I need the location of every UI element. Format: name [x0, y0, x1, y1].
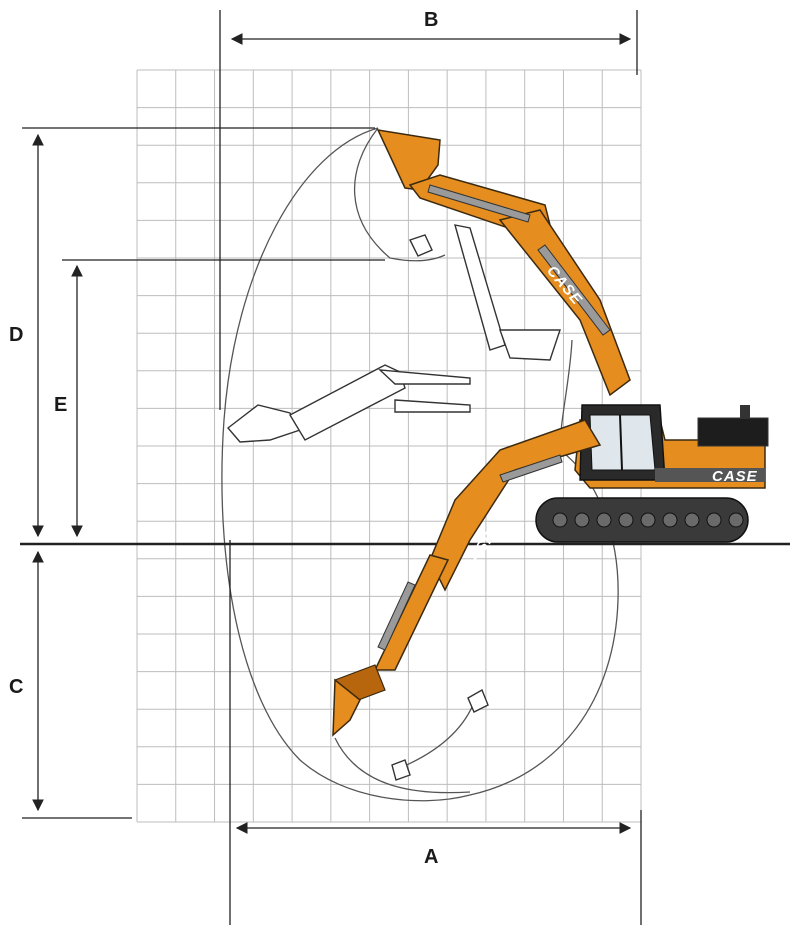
dimension-label-d: D	[9, 324, 23, 346]
dimension-label-b: B	[424, 9, 438, 31]
excavator-body: CASE	[535, 404, 769, 543]
track-roller	[574, 512, 590, 528]
digging-boom-assembly: CASE	[332, 419, 602, 737]
track-roller	[552, 512, 568, 528]
dimension-lines	[22, 10, 642, 925]
ghost-arm-positions	[226, 224, 561, 781]
working-envelope	[221, 127, 619, 802]
track-roller	[596, 512, 612, 528]
body-brand-text: CASE	[712, 468, 758, 485]
track-roller	[684, 512, 700, 528]
track-roller	[618, 512, 634, 528]
track-roller	[662, 512, 678, 528]
dimension-label-c: C	[9, 676, 23, 698]
raised-boom-assembly: CASE	[376, 129, 631, 397]
dimension-label-e: E	[54, 394, 67, 416]
track-roller	[706, 512, 722, 528]
dimension-label-a: A	[424, 846, 438, 868]
track-roller	[640, 512, 656, 528]
track-roller	[728, 512, 744, 528]
